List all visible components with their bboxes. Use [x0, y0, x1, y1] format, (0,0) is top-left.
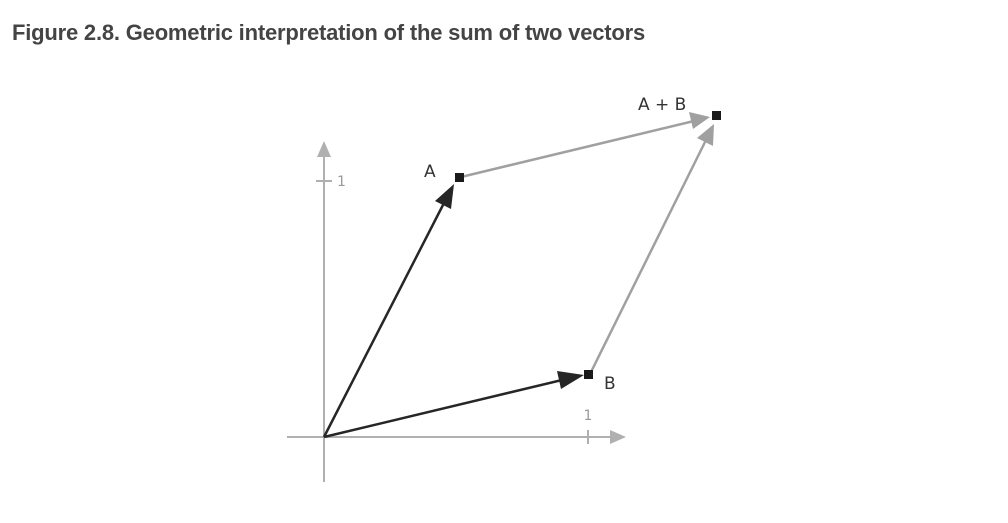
vector-a-translated-arrowhead: [697, 124, 714, 146]
vector-sum-endpoint: [712, 111, 721, 120]
vector-a-arrowhead: [435, 184, 454, 209]
endpoint-markers: [455, 111, 721, 379]
vector-a-endpoint: [455, 173, 464, 182]
x-axis-arrowhead: [610, 430, 626, 444]
vector-b-translated-arrowhead: [689, 112, 710, 129]
vector-b-translated: [460, 119, 695, 179]
vector-a-label: A: [424, 162, 436, 182]
figure-title: Figure 2.8. Geometric interpretation of …: [12, 20, 646, 45]
vector-b-arrowhead: [557, 371, 584, 389]
vector-a-translated: [588, 139, 708, 375]
vector-b-endpoint: [584, 370, 593, 379]
primary-vectors: [322, 184, 584, 439]
translated-vectors: [460, 112, 714, 375]
y-axis-arrowhead: [317, 141, 331, 157]
y-tick-label: 1: [337, 174, 346, 190]
axes: 1 1: [287, 141, 626, 482]
vector-a: [322, 202, 446, 438]
x-tick-label: 1: [584, 408, 593, 424]
vector-sum-label: A + B: [638, 95, 686, 115]
vector-b-label: B: [604, 374, 616, 394]
vector-b: [323, 378, 563, 439]
